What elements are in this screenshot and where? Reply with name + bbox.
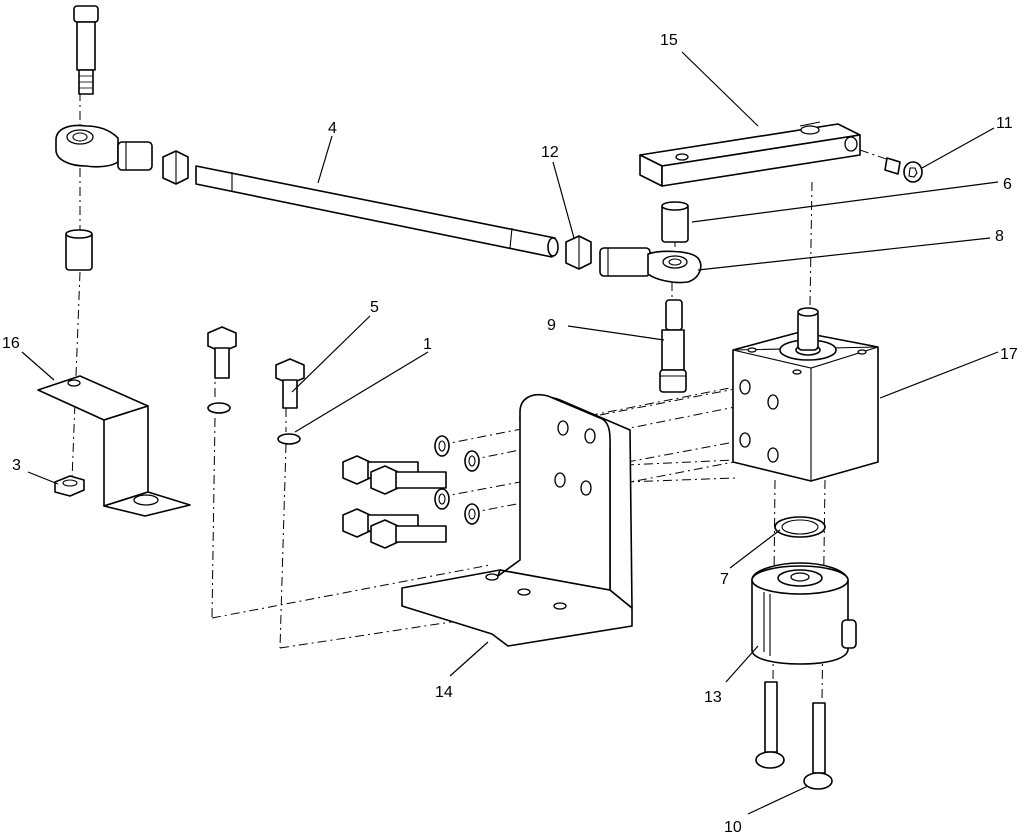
washer-1 bbox=[277, 433, 301, 445]
callout-12: 12 bbox=[541, 144, 559, 161]
long-screw-10a bbox=[755, 681, 785, 769]
clamp-lever bbox=[639, 121, 861, 187]
long-screw-top-left bbox=[73, 5, 99, 95]
o-ring-7 bbox=[774, 516, 826, 538]
l-bracket-14 bbox=[401, 394, 633, 647]
spacer-left bbox=[65, 229, 93, 271]
callout-3: 3 bbox=[12, 457, 21, 474]
callout-7: 7 bbox=[720, 571, 729, 588]
long-screw-10b bbox=[803, 702, 833, 790]
rod-end-right bbox=[599, 247, 702, 284]
tie-rod bbox=[195, 165, 559, 258]
shoulder-screw-9 bbox=[659, 299, 687, 393]
callout-17: 17 bbox=[1000, 346, 1018, 363]
coupler-13 bbox=[751, 562, 857, 665]
leader-lines bbox=[21, 51, 999, 815]
callout-6: 6 bbox=[1003, 176, 1012, 193]
bolt-set bbox=[342, 435, 480, 549]
callout-5: 5 bbox=[370, 299, 379, 316]
servo-block bbox=[732, 307, 879, 482]
callout-15: 15 bbox=[660, 32, 678, 49]
clamp-screw-11 bbox=[884, 157, 923, 183]
jam-nut-left bbox=[162, 150, 189, 185]
z-bracket-16 bbox=[37, 375, 191, 517]
callout-labels: 1 3 4 5 6 7 8 9 10 11 12 13 14 15 16 17 bbox=[2, 32, 1018, 836]
callout-8: 8 bbox=[995, 228, 1004, 245]
hex-bolt-5 bbox=[275, 358, 305, 409]
rod-end-left bbox=[55, 124, 153, 171]
callout-13: 13 bbox=[704, 689, 722, 706]
callout-16: 16 bbox=[2, 335, 20, 352]
hex-bolt-top-a bbox=[207, 326, 237, 379]
callout-9: 9 bbox=[547, 317, 556, 334]
washer-a bbox=[207, 402, 231, 414]
callout-11: 11 bbox=[996, 115, 1013, 132]
callout-14: 14 bbox=[435, 684, 453, 701]
jam-nut-right bbox=[565, 235, 592, 270]
callout-4: 4 bbox=[328, 120, 337, 137]
callout-1: 1 bbox=[423, 336, 432, 353]
callout-10: 10 bbox=[724, 819, 742, 836]
nut-3 bbox=[54, 475, 85, 497]
spacer-6 bbox=[661, 201, 689, 243]
